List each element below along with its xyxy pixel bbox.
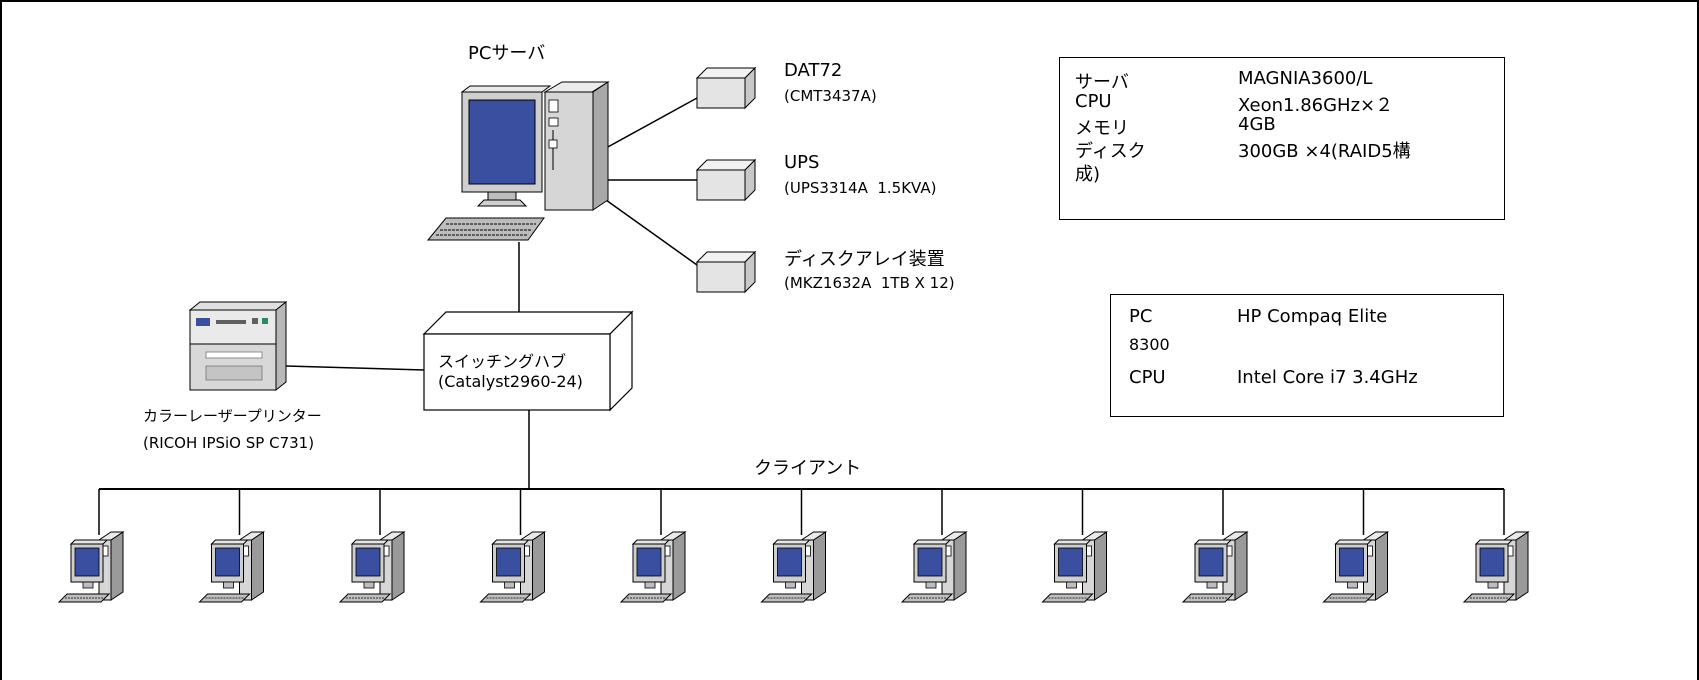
client-pc-icon	[620, 531, 686, 603]
server-spec-key: メモリ	[1075, 118, 1129, 139]
dat72-device-icon	[696, 67, 756, 109]
disk-array-model: (MKZ1632A 1TB X 12)	[784, 274, 955, 292]
server-spec-box: サーバ MAGNIA3600/L CPU Xeon1.86GHz×２ メモリ 4…	[1059, 57, 1505, 220]
switching-hub-box	[422, 310, 634, 412]
server-label: PCサーバ	[468, 43, 546, 64]
client-pc-icon	[480, 531, 545, 603]
server-spec-value: 4GB	[1238, 114, 1276, 135]
client-pc-icon	[58, 531, 124, 603]
pc-spec-key: PC	[1129, 306, 1153, 327]
ups-name: UPS	[784, 152, 820, 173]
server-pc-icon	[426, 81, 610, 241]
pc-spec-key: CPU	[1129, 367, 1166, 388]
client-pc-icon	[339, 531, 405, 603]
hub-model: (Catalyst2960-24)	[438, 372, 583, 391]
pc-spec-value: HP Compaq Elite	[1237, 306, 1388, 327]
client-pc-icon	[761, 531, 826, 603]
clients-group	[58, 489, 1529, 603]
server-spec-value: MAGNIA3600/L	[1238, 68, 1373, 89]
client-pc-icon	[1323, 531, 1388, 603]
printer-name: カラーレーザープリンター	[143, 407, 322, 425]
server-spec-key: ディスク	[1075, 141, 1146, 162]
pc-spec-key: 8300	[1129, 335, 1170, 354]
disk-array-device-icon	[696, 251, 756, 293]
pc-spec-box: PC HP Compaq Elite 8300 CPU Intel Core i…	[1110, 294, 1504, 417]
dat72-model: (CMT3437A)	[784, 87, 877, 105]
server-spec-key: サーバ	[1075, 72, 1129, 93]
printer-icon	[188, 300, 288, 392]
dat72-name: DAT72	[784, 60, 843, 81]
ups-device-icon	[696, 159, 756, 201]
client-pc-icon	[199, 531, 264, 603]
disk-array-name: ディスクアレイ装置	[784, 249, 945, 270]
clients-label: クライアント	[754, 458, 862, 479]
printer-model: (RICOH IPSiO SP C731)	[143, 434, 315, 452]
pc-spec-value: Intel Core i7 3.4GHz	[1237, 367, 1418, 388]
server-spec-key: CPU	[1075, 91, 1112, 112]
client-pc-icon	[1463, 531, 1529, 603]
hub-name: スイッチングハブ	[438, 352, 567, 371]
ups-model: (UPS3314A 1.5KVA)	[784, 179, 937, 197]
client-pc-icon	[901, 531, 967, 603]
server-spec-value: Xeon1.86GHz×２	[1238, 95, 1394, 116]
client-pc-icon	[1182, 531, 1248, 603]
client-pc-icon	[1042, 531, 1107, 603]
server-spec-value: 300GB ×4(RAID5構	[1238, 141, 1411, 162]
server-spec-key: 成)	[1075, 164, 1101, 185]
